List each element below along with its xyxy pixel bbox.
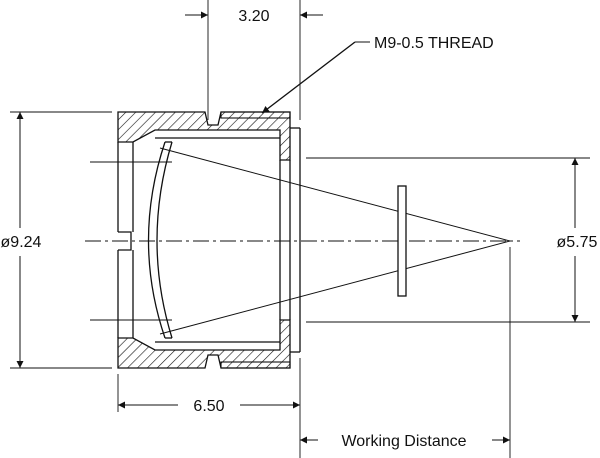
housing-bottom-section [117, 319, 291, 369]
dimension-thread-pitch: 3.20 [185, 8, 323, 25]
extension-lines [10, 0, 590, 458]
callout-thread: M9-0.5 THREAD [261, 35, 494, 114]
protective-window [397, 185, 407, 297]
housing-top-section [117, 111, 291, 161]
dim-working-distance-label: Working Distance [341, 433, 466, 450]
housing-top-hatch [117, 111, 291, 161]
dim-thread-pitch-label: 3.20 [238, 8, 269, 25]
dimension-outer-diameter: ø9.24 [1, 112, 42, 368]
dimension-working-distance: Working Distance [300, 433, 510, 450]
beam-lines [90, 147, 511, 335]
lens-element [147, 141, 173, 339]
dimension-spot-diameter: ø5.75 [557, 158, 598, 322]
dim-body-length-label: 6.50 [193, 398, 224, 415]
dim-spot-diameter-label: ø5.75 [557, 234, 598, 251]
dimension-body-length: 6.50 [118, 398, 300, 415]
callout-thread-label: M9-0.5 THREAD [374, 35, 494, 52]
thread-profile-bottom [220, 361, 291, 369]
thread-profile-top [220, 111, 291, 119]
dim-outer-diameter-label: ø9.24 [1, 234, 42, 251]
housing-outline [117, 127, 301, 353]
housing-bottom-hatch [117, 319, 291, 369]
